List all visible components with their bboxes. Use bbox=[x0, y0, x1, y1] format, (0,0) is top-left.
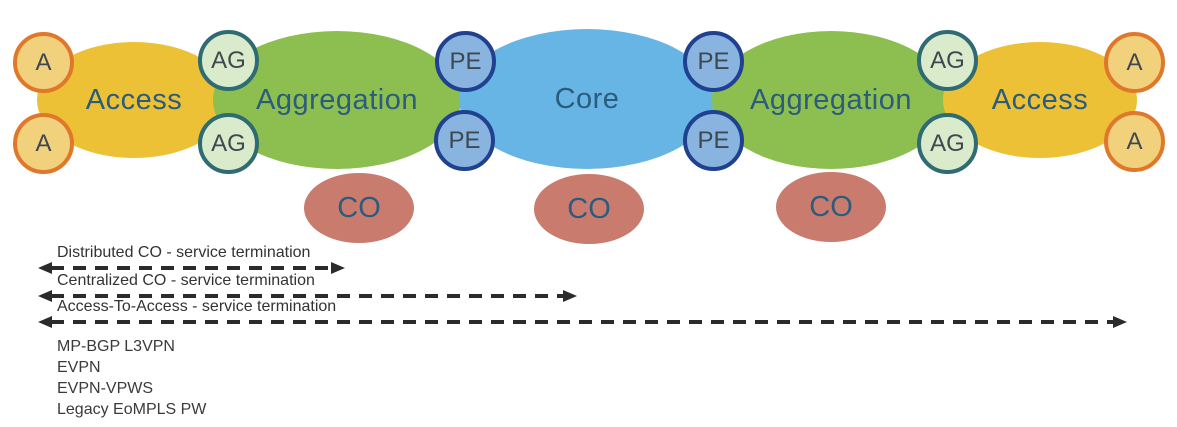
central-office-ellipse-middle: CO bbox=[534, 174, 644, 244]
node-provider-edge-left-bottom: PE bbox=[434, 110, 495, 171]
segment-label: Core bbox=[554, 82, 620, 115]
segment-core: Core bbox=[459, 29, 715, 169]
central-office-label: CO bbox=[567, 192, 611, 225]
segment-label: Access bbox=[991, 83, 1089, 116]
node-access-left-bottom: A bbox=[13, 113, 74, 174]
central-office-ellipse-left: CO bbox=[304, 173, 414, 243]
segment-label: Aggregation bbox=[750, 83, 912, 116]
access-to-access-arrow-label: Access-To-Access - service termination bbox=[57, 298, 337, 315]
node-aggregation-left-top: AG bbox=[198, 30, 259, 91]
node-provider-edge-right-top: PE bbox=[683, 31, 744, 92]
service-item: Legacy EoMPLS PW bbox=[57, 401, 207, 418]
node-aggregation-right-top: AG bbox=[917, 30, 978, 91]
central-office-label: CO bbox=[809, 190, 853, 223]
node-access-right-top: A bbox=[1104, 32, 1165, 93]
node-provider-edge-left-top: PE bbox=[435, 31, 496, 92]
node-aggregation-left-bottom: AG bbox=[198, 113, 259, 174]
centralized-co-arrow-label: Centralized CO - service termination bbox=[57, 272, 315, 289]
segment-label: Access bbox=[85, 83, 183, 116]
segment-label: Aggregation bbox=[256, 83, 418, 116]
service-protocol-list: MP-BGP L3VPN EVPN EVPN-VPWS Legacy EoMPL… bbox=[57, 336, 206, 420]
segment-aggregation-right: Aggregation bbox=[712, 31, 950, 169]
distributed-co-arrow-label: Distributed CO - service termination bbox=[57, 244, 311, 261]
service-item: EVPN-VPWS bbox=[57, 380, 154, 397]
node-access-left-top: A bbox=[13, 32, 74, 93]
central-office-label: CO bbox=[337, 191, 381, 224]
node-access-right-bottom: A bbox=[1104, 111, 1165, 172]
service-item: EVPN bbox=[57, 359, 101, 376]
central-office-ellipse-right: CO bbox=[776, 172, 886, 242]
node-provider-edge-right-bottom: PE bbox=[683, 110, 744, 171]
node-aggregation-right-bottom: AG bbox=[917, 113, 978, 174]
service-item: MP-BGP L3VPN bbox=[57, 338, 175, 355]
